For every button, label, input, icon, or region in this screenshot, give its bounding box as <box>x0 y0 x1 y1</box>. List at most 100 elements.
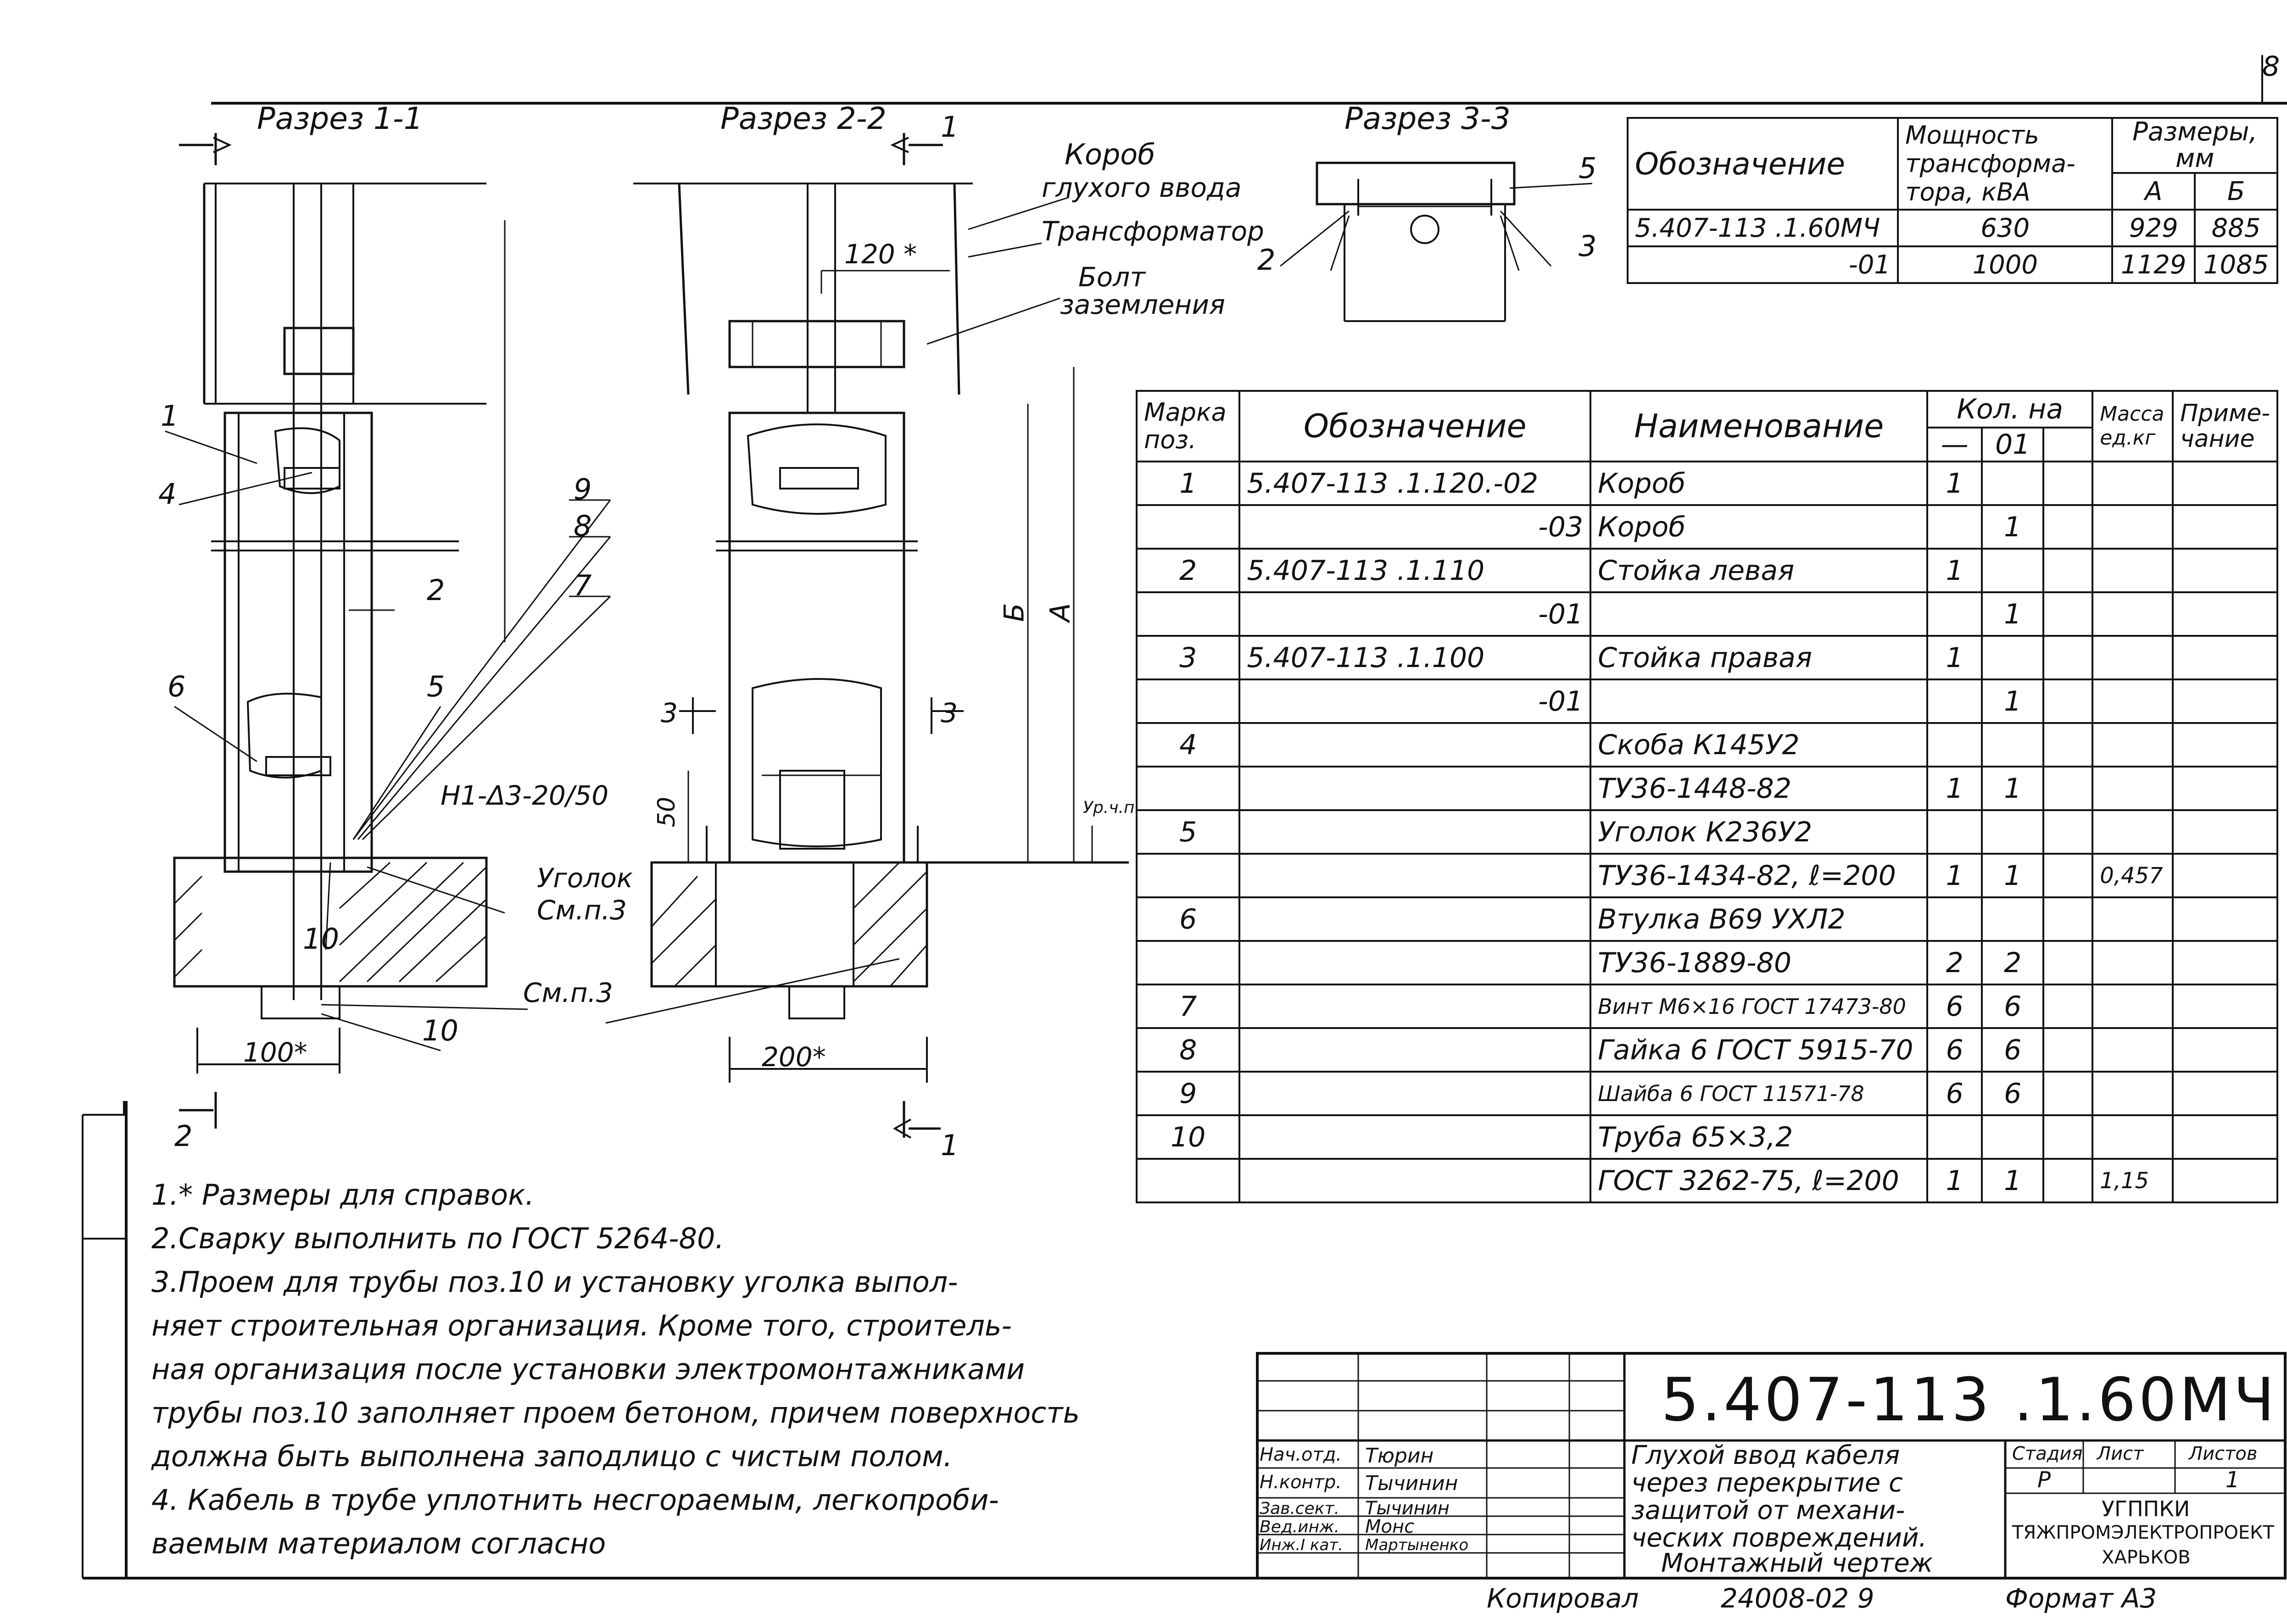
spec-cell-note <box>2172 679 2278 724</box>
spec-cell-note <box>2172 896 2278 942</box>
title-block-grid <box>1256 1352 2287 1580</box>
spec-cell-q1: 1 <box>1981 1158 2045 1203</box>
spec-cell-empty <box>2042 896 2094 942</box>
sizes-cell-power: 1000 <box>1897 245 2114 284</box>
spec-cell-note <box>2172 853 2278 898</box>
stage-label: Стадия <box>2012 1443 2083 1464</box>
spec-cell-name <box>1590 591 1929 637</box>
spec-cell-q1: 1 <box>1981 504 2045 550</box>
callout-zazemleniya: заземления <box>1060 289 1225 320</box>
spec-cell-designation <box>1238 1071 1592 1116</box>
note-line: 3.Проем для трубы поз.10 и установку уго… <box>151 1265 958 1299</box>
pos-label-6: 6 <box>167 670 186 703</box>
spec-cell-mark: 3 <box>1135 635 1241 680</box>
cut-mark-3-right: 3 <box>941 697 958 729</box>
spec-cell-name: Скоба К145У2 <box>1590 722 1929 768</box>
sizes-header-designation: Обозначение <box>1626 117 1899 211</box>
spec-cell-q0 <box>1926 896 1983 942</box>
spec-cell-mark: 10 <box>1135 1114 1241 1160</box>
cut-mark-2-bottom: 2 <box>174 1119 193 1153</box>
callout-ugolok: Уголок <box>537 862 633 894</box>
cut-mark-1-top: 1 <box>941 110 959 144</box>
specification-table: Марка поз. Обозначение Наименование Кол.… <box>1135 390 2278 1203</box>
spec-cell-designation: 5.407-113 .1.100 <box>1238 635 1592 680</box>
spec-cell-designation <box>1238 984 1592 1029</box>
staff-role-3: Вед.инж. <box>1260 1518 1339 1536</box>
spec-cell-mark: 1 <box>1135 461 1241 506</box>
staff-role-2: Зав.сект. <box>1260 1499 1339 1518</box>
spec-header-designation: Обозначение <box>1238 390 1592 462</box>
spec-cell-note <box>2172 635 2278 680</box>
spec-cell-mark <box>1135 853 1241 898</box>
section-3-3-title: Разрез 3-3 <box>1344 101 1511 136</box>
pos-label-3-s33: 3 <box>1579 229 1597 263</box>
staff-name-4: Мартыненко <box>1365 1536 1469 1554</box>
spec-cell-q0: 1 <box>1926 766 1983 811</box>
spec-cell-q0: 6 <box>1926 984 1983 1029</box>
spec-cell-name: Короб <box>1590 504 1929 550</box>
spec-cell-q1 <box>1981 1114 2045 1160</box>
sheet-label: Лист <box>2097 1443 2144 1464</box>
staff-name-3: Монс <box>1365 1516 1415 1537</box>
spec-cell-q1: 6 <box>1981 1071 2045 1116</box>
spec-cell-name: ГОСТ 3262-75, ℓ=200 <box>1590 1158 1929 1203</box>
title-line: через перекрытие с <box>1631 1468 1903 1498</box>
sizes-cell-designation: 5.407-113 .1.60МЧ <box>1626 209 1899 247</box>
sizes-header-sizes: Размеры, мм <box>2111 117 2278 174</box>
spec-cell-mark <box>1135 1158 1241 1203</box>
spec-cell-q0: 6 <box>1926 1027 1983 1073</box>
spec-cell-note <box>2172 461 2278 506</box>
spec-cell-empty <box>2042 1027 2094 1073</box>
spec-cell-mass <box>2092 722 2174 768</box>
spec-cell-mass: 1,15 <box>2092 1158 2174 1203</box>
spec-cell-q0 <box>1926 722 1983 768</box>
pos-label-2-s33: 2 <box>1257 243 1276 277</box>
note-line: 4. Кабель в трубе уплотнить несгораемым,… <box>151 1483 999 1517</box>
spec-cell-designation <box>1238 1158 1592 1203</box>
spec-cell-q0 <box>1926 1114 1983 1160</box>
sheets-value: 1 <box>2226 1467 2240 1493</box>
pos-label-7: 7 <box>574 569 592 602</box>
spec-cell-q0 <box>1926 591 1983 637</box>
spec-cell-q0: 2 <box>1926 940 1983 985</box>
pos-label-2: 2 <box>427 573 445 607</box>
sizes-cell-b: 1085 <box>2194 245 2278 284</box>
sizes-cell-power: 630 <box>1897 209 2114 247</box>
spec-cell-name: ТУ36-1434-82, ℓ=200 <box>1590 853 1929 898</box>
section-1-1-title: Разрез 1-1 <box>257 101 423 136</box>
spec-cell-note <box>2172 1114 2278 1160</box>
spec-cell-name: Труба 65×3,2 <box>1590 1114 1929 1160</box>
spec-cell-empty <box>2042 679 2094 724</box>
spec-cell-mass <box>2092 461 2174 506</box>
sizes-cell-b: 885 <box>2194 209 2278 247</box>
dim-200: 200* <box>762 1041 826 1073</box>
note-line: ваемым материалом согласно <box>151 1527 606 1560</box>
spec-cell-note <box>2172 504 2278 550</box>
sheets-label: Листов <box>2189 1443 2258 1464</box>
sizes-header-a: А <box>2111 172 2196 211</box>
spec-cell-designation: 5.407-113 .1.120.-02 <box>1238 461 1592 506</box>
spec-cell-q0: 6 <box>1926 1071 1983 1116</box>
spec-cell-mark: 5 <box>1135 809 1241 855</box>
staff-role-1: Н.контр. <box>1260 1472 1342 1493</box>
spec-cell-designation <box>1238 853 1592 898</box>
note-line: няет строительная организация. Кроме тог… <box>151 1309 1012 1342</box>
spec-cell-mark <box>1135 679 1241 724</box>
pos-label-10a: 10 <box>303 922 339 956</box>
dim-120: 120 * <box>844 239 917 270</box>
spec-cell-q0: 1 <box>1926 853 1983 898</box>
spec-cell-q0 <box>1926 504 1983 550</box>
spec-cell-q1: 1 <box>1981 679 2045 724</box>
callout-sm-p3-a: См.п.3 <box>537 895 627 926</box>
section-2-2-title: Разрез 2-2 <box>720 101 887 136</box>
spec-cell-empty <box>2042 1114 2094 1160</box>
spec-cell-mark <box>1135 504 1241 550</box>
spec-cell-mass <box>2092 940 2174 985</box>
spec-cell-mark: 9 <box>1135 1071 1241 1116</box>
